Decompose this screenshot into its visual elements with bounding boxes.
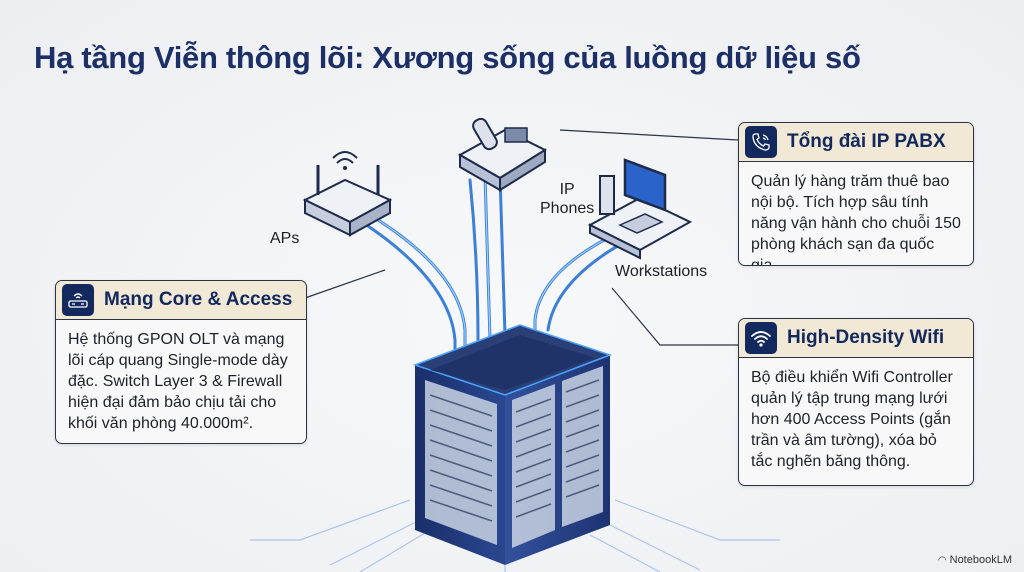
- card-title: Mạng Core & Access: [104, 289, 293, 310]
- card-title: High-Density Wifi: [787, 327, 945, 348]
- notebooklm-watermark: ◠ NotebookLM: [938, 554, 1012, 566]
- ip-phones-label: IP Phones: [540, 180, 594, 218]
- phone-icon: [745, 126, 777, 158]
- card-ip-pabx: Tổng đài IP PABX Quản lý hàng trăm thuê …: [738, 122, 974, 266]
- notebooklm-logo-icon: ◠: [937, 554, 947, 566]
- workstation-device: [587, 158, 693, 260]
- watermark-text: NotebookLM: [949, 554, 1012, 566]
- card-header: High-Density Wifi: [739, 319, 973, 358]
- connector-lines: [304, 129, 739, 346]
- ip-phones-label-line2: Phones: [540, 200, 595, 217]
- ip-phones-label-line1: IP: [559, 181, 575, 198]
- card-core-access: Mạng Core & Access Hệ thống GPON OLT và …: [55, 280, 307, 444]
- card-body: Hệ thống GPON OLT và mạng lõi cáp quang …: [68, 331, 288, 432]
- page-title: Hạ tầng Viễn thông lõi: Xương sống của l…: [34, 40, 861, 75]
- aps-label: APs: [270, 230, 300, 247]
- access-point-device: [302, 151, 393, 237]
- card-title: Tổng đài IP PABX: [787, 131, 946, 152]
- server-rack: [412, 324, 613, 565]
- card-body: Quản lý hàng trăm thuê bao nội bộ. Tích …: [751, 173, 961, 266]
- cables: [360, 173, 630, 352]
- card-header: Tổng đài IP PABX: [739, 123, 973, 162]
- router-icon: [62, 284, 94, 316]
- circuit-lines: [250, 499, 780, 572]
- card-header: Mạng Core & Access: [56, 281, 306, 320]
- card-body: Bộ điều khiển Wifi Controller quản lý tậ…: [751, 369, 953, 470]
- card-high-density-wifi: High-Density Wifi Bộ điều khiển Wifi Con…: [738, 318, 974, 486]
- ip-phone-device: [457, 117, 548, 192]
- workstations-label: Workstations: [615, 263, 708, 280]
- rack-units: [429, 379, 600, 522]
- wifi-icon: [745, 322, 777, 354]
